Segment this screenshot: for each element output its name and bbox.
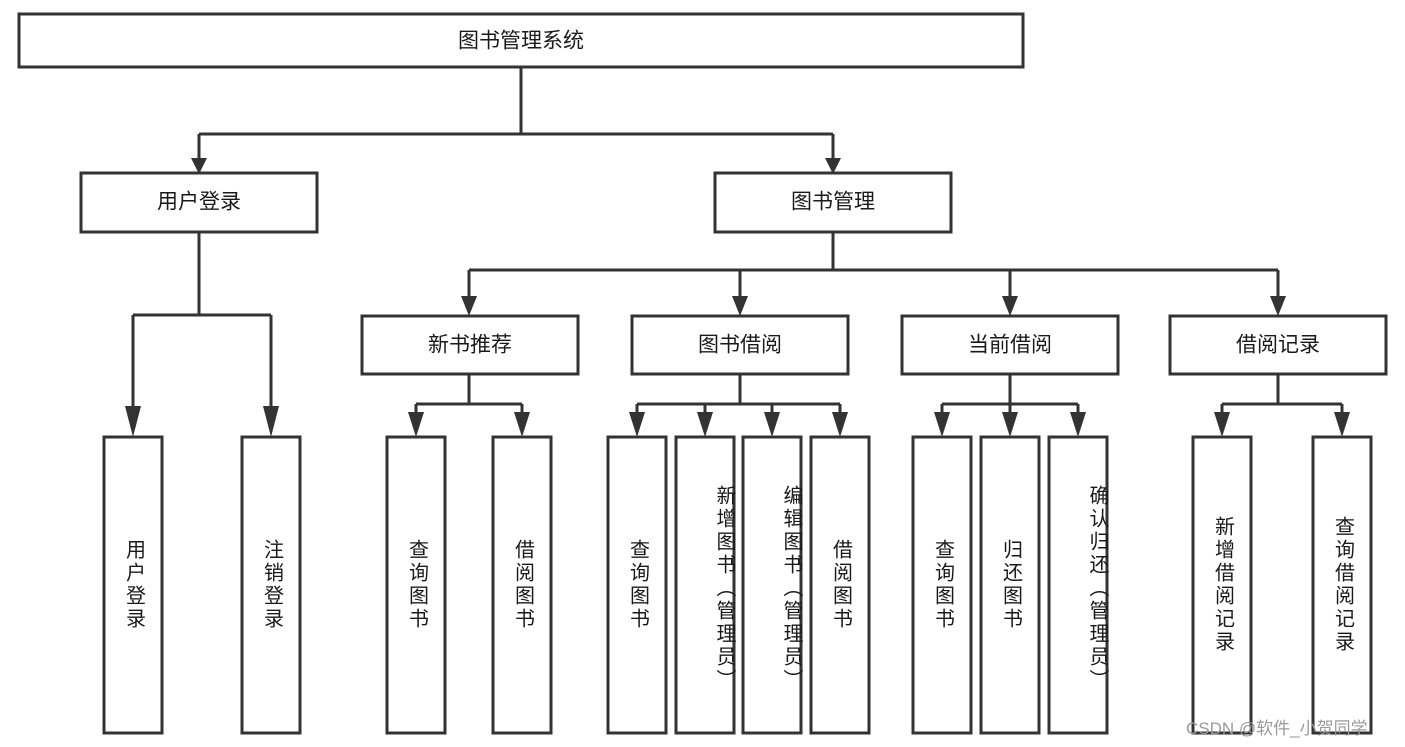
- node-user-login[interactable]: [79, 171, 319, 234]
- arrowhead-leaf-user-login: [125, 406, 141, 437]
- arrowhead-cb-l2: [1002, 412, 1018, 437]
- node-borrow-record[interactable]: [1168, 314, 1388, 376]
- arrowhead-user-login: [191, 158, 207, 174]
- arrowhead-new-book-rec: [461, 296, 477, 316]
- node-leaf-edit-book[interactable]: [741, 435, 803, 735]
- connector-layer: [125, 67, 1350, 437]
- arrowhead-nbr-l2: [514, 412, 530, 437]
- node-current-borrow-label: 当前借阅: [968, 334, 1052, 357]
- arrowhead-cb-l3: [1070, 412, 1086, 437]
- node-book-borrow-label: 图书借阅: [698, 334, 782, 357]
- node-root-label: 图书管理系统: [458, 30, 584, 53]
- node-current-borrow[interactable]: [900, 314, 1120, 376]
- node-leaf-logout[interactable]: [240, 435, 302, 735]
- arrowhead-borrow-record: [1270, 296, 1286, 316]
- arrowhead-nbr-l1: [408, 412, 424, 437]
- node-leaf-return-book[interactable]: [979, 435, 1041, 735]
- node-leaf-borrow-book-2[interactable]: [809, 435, 871, 735]
- node-book-manage-label: 图书管理: [791, 191, 875, 214]
- node-root[interactable]: [17, 12, 1025, 69]
- node-borrow-record-label: 借阅记录: [1236, 334, 1320, 357]
- node-leaf-borrow-book-1[interactable]: [491, 435, 553, 735]
- node-book-borrow[interactable]: [630, 314, 850, 376]
- arrowhead-book-manage: [825, 158, 841, 174]
- node-leaf-user-login[interactable]: [102, 435, 164, 735]
- node-leaf-query-book-3[interactable]: [911, 435, 973, 735]
- arrowhead-current-borrow: [1002, 296, 1018, 316]
- node-new-book-rec-label: 新书推荐: [428, 334, 512, 357]
- arrowhead-bb-l4: [832, 412, 848, 437]
- arrowhead-book-borrow: [732, 296, 748, 316]
- node-user-login-label: 用户登录: [157, 191, 241, 214]
- arrowhead-br-l2: [1334, 412, 1350, 437]
- arrowhead-leaf-logout: [263, 406, 279, 437]
- node-new-book-rec[interactable]: [360, 314, 580, 376]
- arrowhead-bb-l3: [764, 412, 780, 437]
- node-leaf-add-record[interactable]: [1191, 435, 1253, 735]
- node-leaf-query-book-1[interactable]: [385, 435, 447, 735]
- node-book-manage[interactable]: [713, 171, 953, 234]
- node-leaf-query-record[interactable]: [1311, 435, 1373, 735]
- node-leaf-confirm-return[interactable]: [1047, 435, 1109, 735]
- node-layer: 图书管理系统 用户登录 图书管理 新书推荐 图书借阅 当前借阅 借阅记录: [17, 12, 1388, 735]
- arrowhead-bb-l2: [697, 412, 713, 437]
- arrowhead-bb-l1: [629, 412, 645, 437]
- csdn-watermark: CSDN @软件_小贺同学: [1186, 719, 1368, 738]
- node-leaf-add-book[interactable]: [674, 435, 736, 735]
- arrowhead-cb-l1: [934, 412, 950, 437]
- node-leaf-query-book-2[interactable]: [606, 435, 668, 735]
- arrowhead-br-l1: [1214, 412, 1230, 437]
